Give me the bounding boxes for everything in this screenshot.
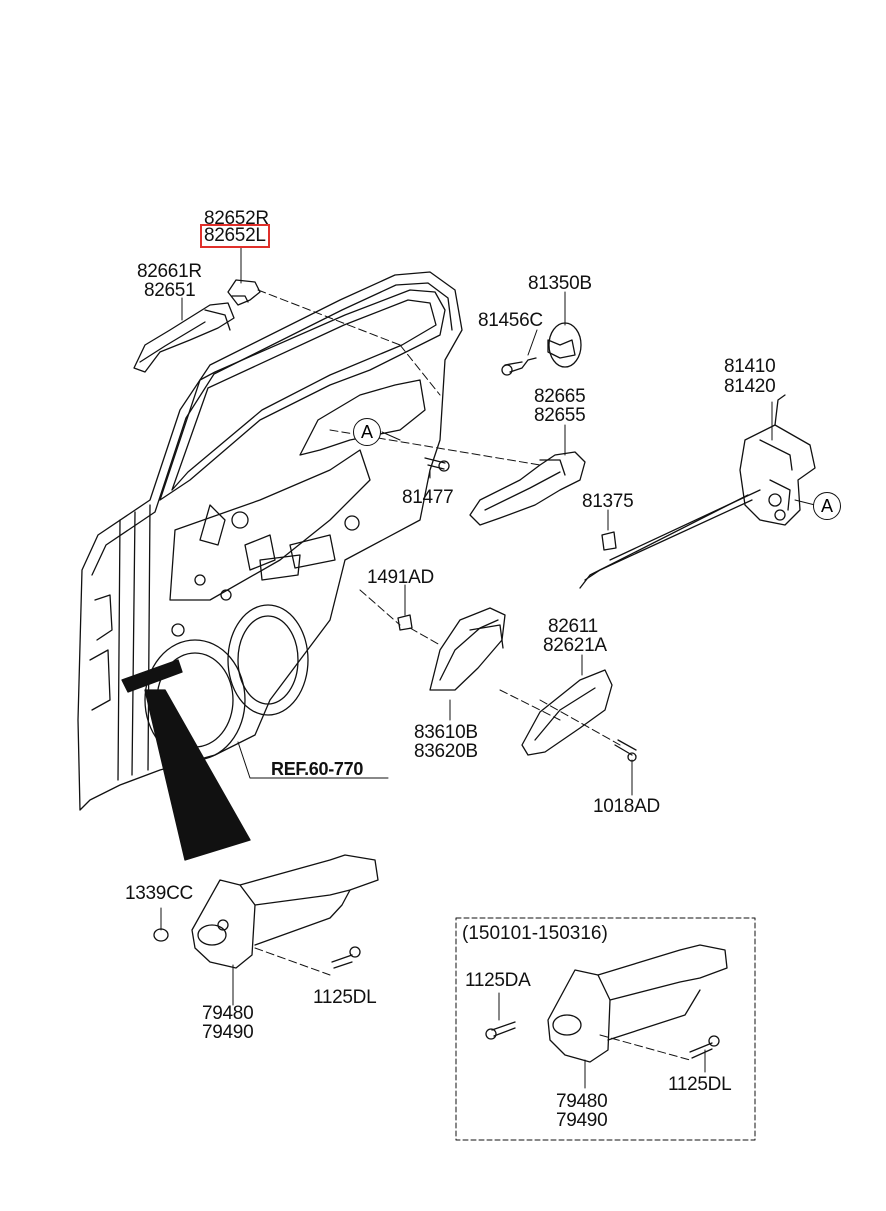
door-panel [77,271,463,861]
part-label-81375: 81375 [582,491,634,512]
bolt-1125DL [331,946,361,969]
inset-title: (150101-150316) [462,923,608,944]
part-label-82665: 82665 [534,386,586,407]
handle-cap-part [227,279,261,306]
inset-bolt-1125DL [689,1035,720,1059]
screw-1018AD [614,739,637,762]
door-checker-part [191,854,379,969]
part-label-83610B: 83610B [414,722,478,743]
part-label-83620B: 83620B [414,741,478,762]
part-label-1018AD: 1018AD [593,796,660,817]
part-label-82655: 82655 [534,405,586,426]
part-label-81350B: 81350B [528,273,592,294]
inside-handle-bracket-part [469,451,586,526]
part-label-81410: 81410 [724,356,776,377]
part-label-82652L-highlighted: 82652L [200,224,270,248]
part-label-1339CC: 1339CC [125,883,193,904]
inset-box [455,917,756,1141]
inside-handle-part [429,607,506,691]
part-label-79480: 79480 [202,1003,254,1024]
screw-81456C [501,357,537,376]
inset-part-label-79480: 79480 [556,1091,608,1112]
inset-bolt-1125DA [485,1021,516,1040]
part-label-81420: 81420 [724,376,776,397]
inset-checker-part [547,944,728,1063]
inset-part-label-79490: 79490 [556,1110,608,1131]
part-label-82651: 82651 [144,280,196,301]
part-label-82661R: 82661R [137,261,202,282]
clip-81375 [601,531,617,551]
reference-label: REF.60-770 [271,759,364,779]
nut-1491AD [397,614,413,631]
part-label-81456C: 81456C [478,310,543,331]
callout-a-door: A [353,418,381,446]
part-label-79490: 79490 [202,1022,254,1043]
part-label-82621A: 82621A [543,635,607,656]
part-label-81477: 81477 [402,487,454,508]
part-label-1125DL: 1125DL [313,987,377,1008]
latch-assembly-part [579,394,816,589]
part-label-1491AD: 1491AD [367,567,434,588]
inset-part-label-1125DA: 1125DA [465,970,531,991]
callout-a-latch: A [813,492,841,520]
leader-lines [254,289,691,1061]
solid-leaders [160,247,816,1089]
outside-handle-part [133,302,235,373]
nut-1339CC [153,928,169,942]
bolt-81477 [424,457,450,472]
part-label-82652R: 82652R [204,208,269,229]
handle-cover-part [521,669,613,756]
inset-part-label-1125DL: 1125DL [668,1074,732,1095]
striker-plate-part [547,322,582,368]
part-label-82611: 82611 [548,616,598,637]
